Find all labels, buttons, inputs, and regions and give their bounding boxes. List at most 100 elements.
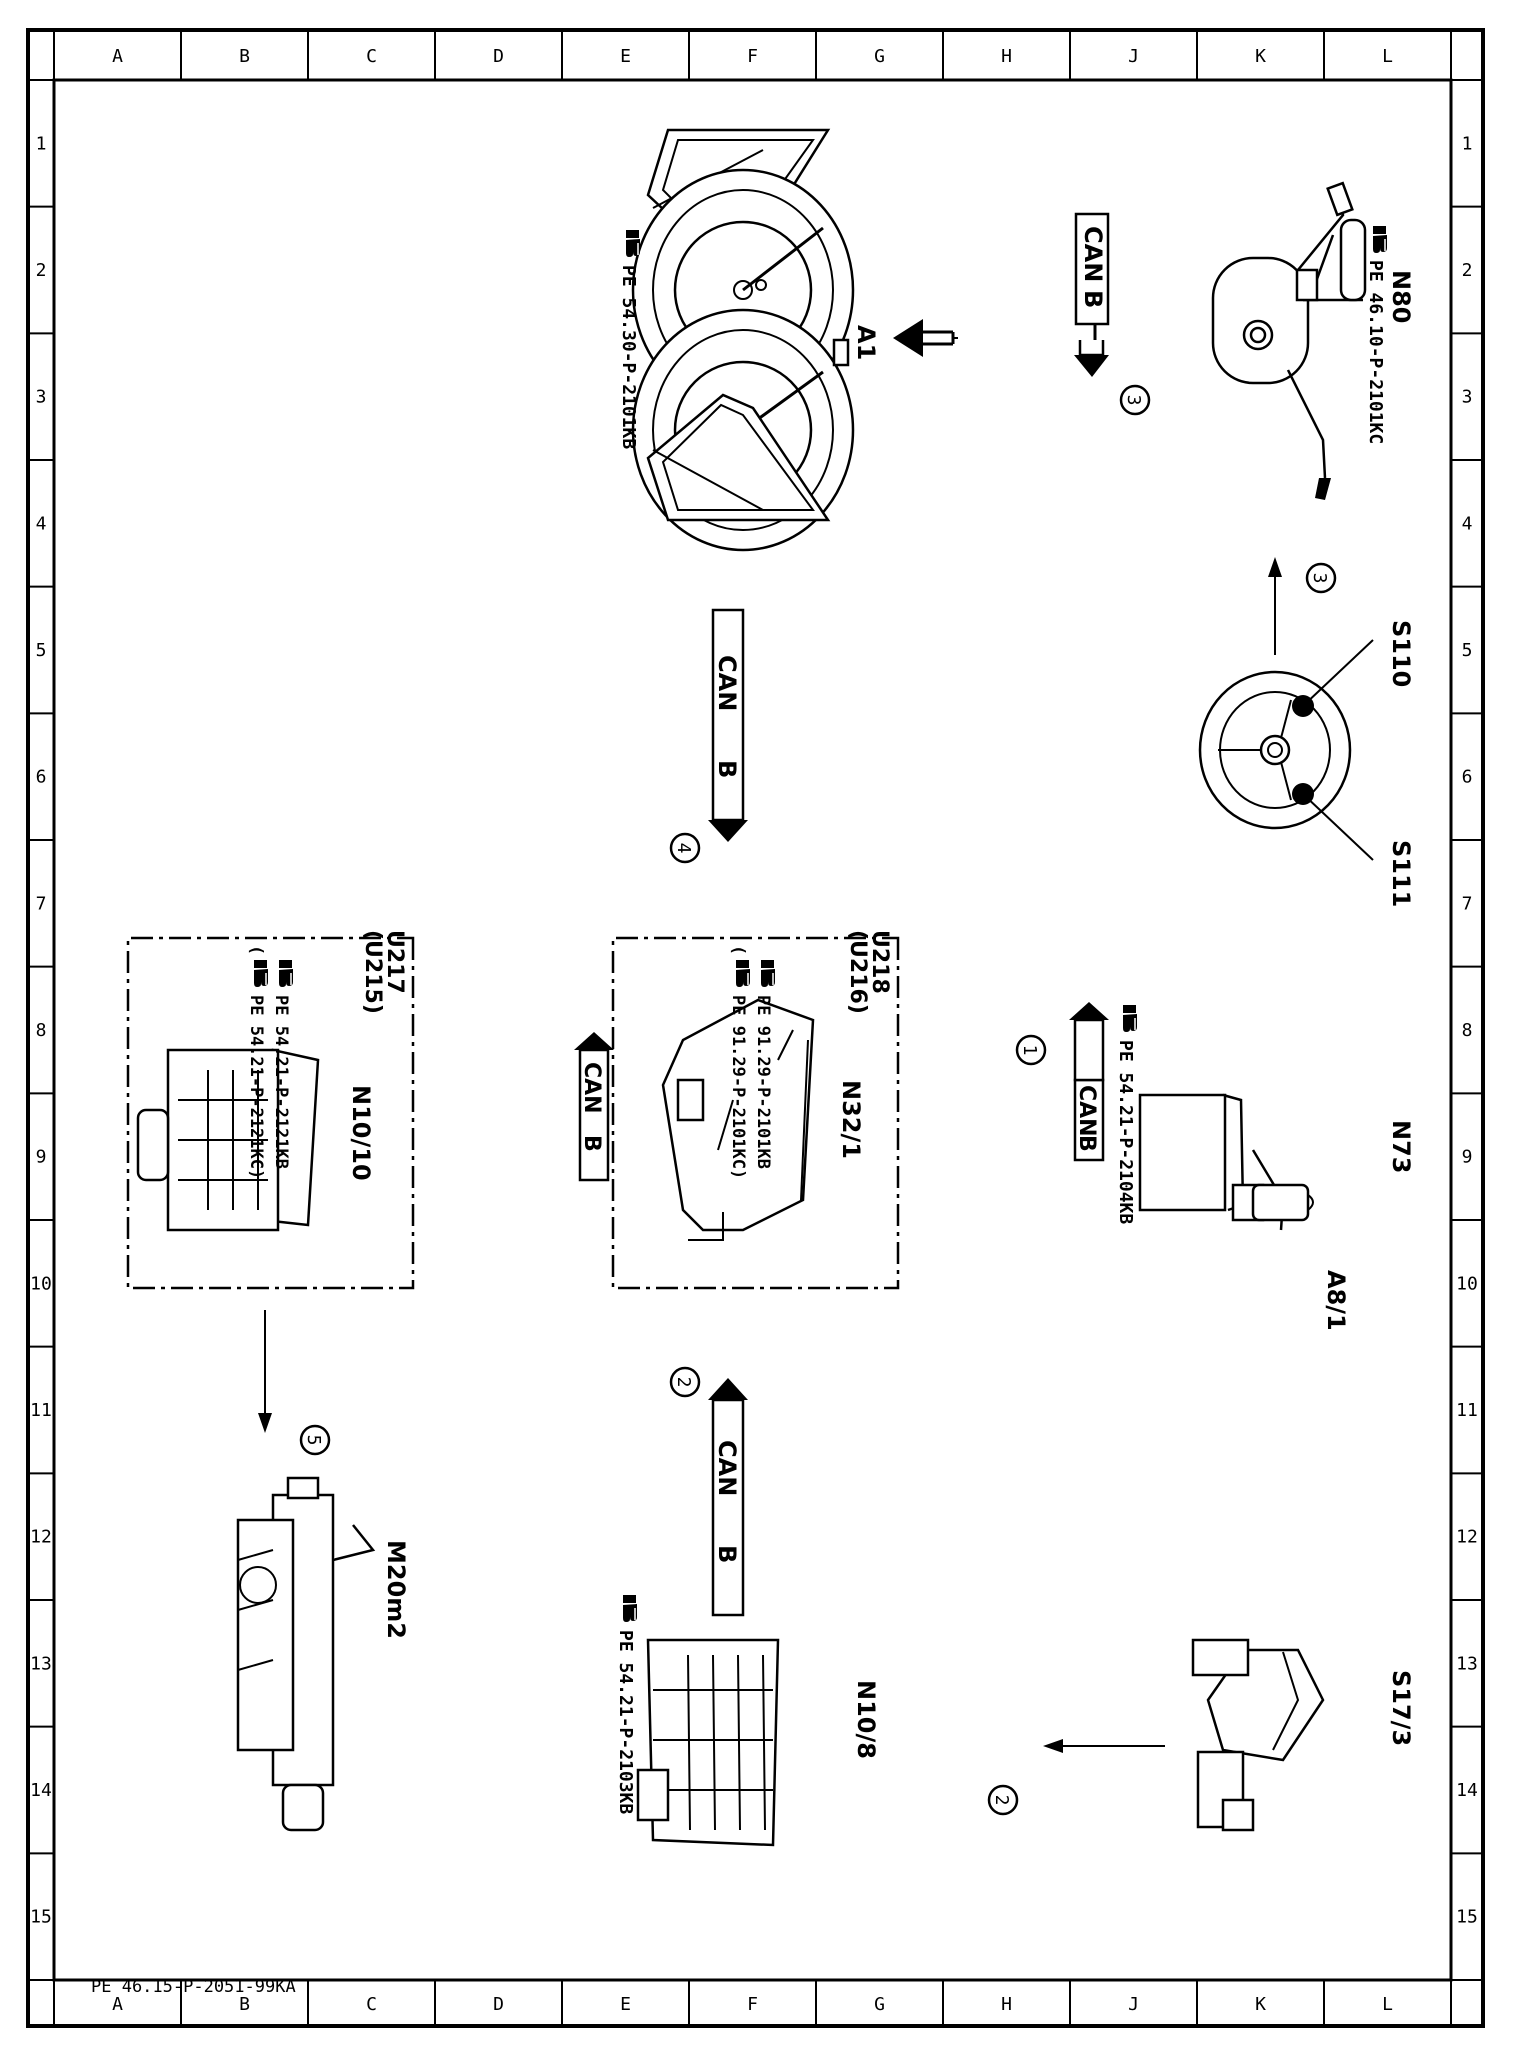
can-b-label-e-can: CAN: [713, 1440, 741, 1496]
column-label-bottom: 5: [36, 640, 47, 661]
step-3b-number: 3: [1123, 395, 1144, 406]
column-label-bottom: 1: [36, 133, 47, 154]
can-b-bus-arrow-c: [1069, 1002, 1109, 1162]
step-3a-circle: [1305, 562, 1337, 594]
column-label-bottom: 12: [30, 1527, 52, 1548]
n10-10-control-unit: [136, 1048, 320, 1232]
n32-1-ref-alt: PE 91.29-P-2101KC): [728, 995, 748, 1179]
pointing-hand-icon: [253, 959, 269, 988]
step-4-number: 4: [673, 843, 694, 854]
column-label-bottom: 11: [30, 1400, 52, 1421]
arrow-n10-10-to-m20m2: [258, 1310, 272, 1433]
column-label-bottom: 2: [36, 260, 47, 281]
step-3b-circle: [1119, 384, 1151, 416]
a1-instrument-cluster: [631, 128, 855, 552]
column-label-top: 6: [1462, 767, 1473, 788]
can-b-bus-arrow-b: [708, 608, 748, 842]
can-b-label-d-can: CAN: [579, 1062, 604, 1114]
n10-10-label: N10/10: [347, 1085, 375, 1181]
step-1-number: 1: [1019, 1045, 1040, 1056]
column-label-bottom: 4: [36, 513, 47, 534]
column-label-top: 3: [1462, 387, 1473, 408]
u217-boundary-box: [126, 936, 415, 1290]
can-b-label-c-b: B: [1074, 1135, 1099, 1152]
column-label-top: 13: [1456, 1653, 1478, 1674]
s17-3-switch: [1191, 1638, 1325, 1832]
n73-ignition-switch: [1138, 1093, 1314, 1231]
column-label-top: 1: [1462, 133, 1473, 154]
row-label-left: L: [1382, 46, 1393, 67]
n32-1-label: N32/1: [837, 1080, 865, 1159]
a8-1-label: A8/1: [1322, 1270, 1350, 1331]
row-label-left: K: [1255, 46, 1266, 67]
row-label-left: E: [620, 46, 631, 67]
can-b-bus-n80-a1: [778, 330, 928, 350]
row-label-right: A: [112, 1994, 123, 2015]
column-label-bottom: 3: [36, 387, 47, 408]
step-5-number: 5: [303, 1435, 324, 1446]
u215-label: (U215): [360, 930, 385, 1014]
drawing-code: PE 46.15-P-2051-99KA: [91, 1977, 296, 1997]
s111-label: S111: [1387, 840, 1415, 907]
can-b-label-a-b: B: [1079, 290, 1107, 308]
row-label-right: B: [239, 1994, 250, 2015]
column-label-bottom: 10: [30, 1273, 52, 1294]
column-label-top: 10: [1456, 1273, 1478, 1294]
column-label-top: 9: [1462, 1147, 1473, 1168]
can-b-label-c-can: CAN: [1074, 1085, 1099, 1137]
column-label-top: 15: [1456, 1907, 1478, 1928]
n10-10-ref-alt-open: (: [246, 945, 266, 955]
u217-label: U217: [382, 930, 407, 994]
row-label-left: C: [366, 46, 377, 67]
n80-combination-switch: [1211, 181, 1367, 500]
row-label-right: E: [620, 1994, 631, 2015]
row-grid-ticks: [180, 30, 1325, 2026]
a1-ref: PE 54.30-P-2101KB: [618, 265, 639, 449]
row-label-right: F: [747, 1994, 758, 2015]
column-label-bottom: 13: [30, 1653, 52, 1674]
column-label-bottom: 14: [30, 1780, 52, 1801]
n10-10-ref: PE 54.21-P-2121KB: [271, 995, 291, 1169]
pointing-hand-icon: [622, 1594, 638, 1623]
u218-boundary-box: [611, 936, 900, 1290]
row-label-left: A: [112, 46, 123, 67]
m20m2-label: M20m2: [382, 1540, 410, 1639]
column-label-top: 8: [1462, 1020, 1473, 1041]
s17-3-label: S17/3: [1387, 1670, 1415, 1746]
column-label-bottom: 8: [36, 1020, 47, 1041]
step-2b-number: 2: [991, 1795, 1012, 1806]
step-3a-number: 3: [1309, 573, 1330, 584]
n73-label: N73: [1387, 1120, 1415, 1173]
column-label-bottom: 7: [36, 893, 47, 914]
n10-8-control-unit: [636, 1638, 780, 1847]
outer-border: [26, 28, 1485, 2028]
row-label-right: L: [1382, 1994, 1393, 2015]
column-label-top: 7: [1462, 893, 1473, 914]
pointing-hand-icon: [735, 959, 751, 988]
column-label-bottom: 6: [36, 767, 47, 788]
column-label-top: 4: [1462, 513, 1473, 534]
can-b-label-b-b: B: [713, 760, 741, 778]
row-label-right: D: [493, 1994, 504, 2015]
column-label-top: 2: [1462, 260, 1473, 281]
column-label-top: 11: [1456, 1400, 1478, 1421]
m20m2-motor: [236, 1476, 376, 1832]
row-label-left: F: [747, 46, 758, 67]
n32-1-ref-alt-open: (: [728, 945, 748, 955]
row-label-left: H: [1001, 46, 1012, 67]
steering-wheel: [1198, 639, 1374, 861]
column-label-bottom: 9: [36, 1147, 47, 1168]
n10-8-label: N10/8: [852, 1680, 880, 1759]
row-label-right: K: [1255, 1994, 1266, 2015]
row-label-left: B: [239, 46, 250, 67]
row-label-left: J: [1128, 46, 1139, 67]
n80-label: N80: [1387, 270, 1415, 323]
n32-1-ref: PE 91.29-P-2101KB: [753, 995, 773, 1169]
column-label-bottom: 15: [30, 1907, 52, 1928]
n32-1-control-unit: [661, 998, 815, 1241]
